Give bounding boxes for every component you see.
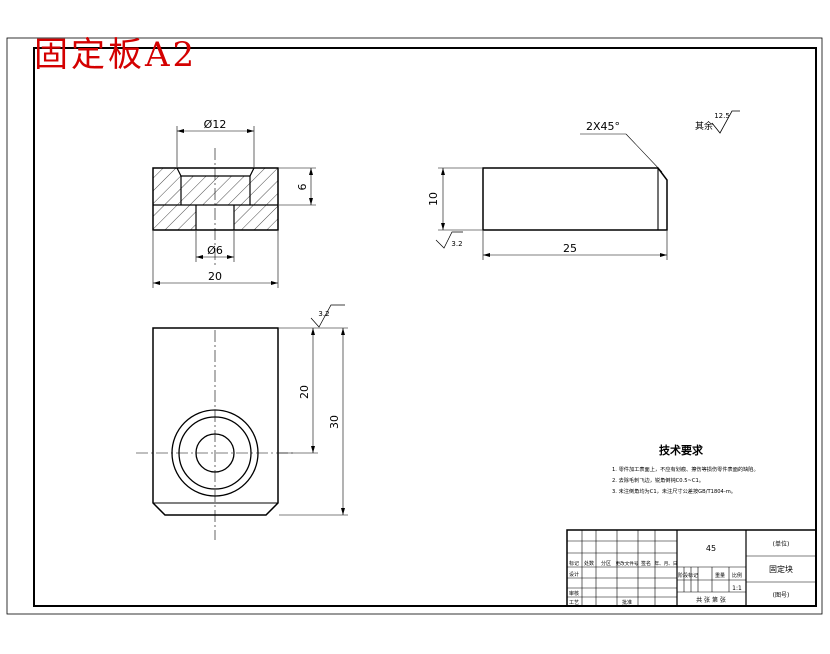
tb-header-label: 年、月、日 — [655, 560, 678, 567]
title-block — [566, 529, 817, 607]
roughness-note-value: 12.5 — [714, 112, 730, 120]
tb-part-name: 固定块 — [769, 564, 793, 574]
dim-height-10: 10 — [427, 192, 440, 206]
tb-stage-label: 阶段标记 — [678, 572, 698, 579]
dim-dia6: Ø6 — [207, 244, 223, 257]
tb-stage-label: 比例 — [732, 572, 742, 579]
tb-material: 45 — [706, 544, 716, 553]
drawing-title: 固定板A2 — [34, 35, 198, 75]
section-view — [152, 126, 316, 288]
section-hatch — [153, 168, 278, 230]
tb-stage-label: 重量 — [715, 572, 725, 579]
dim-outer-30: 30 — [328, 415, 341, 429]
tb-header-label: 更改文件号 — [616, 560, 639, 567]
front-view — [136, 304, 348, 540]
tb-code: (图号) — [773, 592, 790, 599]
tb-header-label: 签名 — [641, 560, 651, 567]
tech-req-title: 技术要求 — [659, 443, 704, 457]
outer-border — [6, 37, 823, 615]
tech-req-item: 3. 未注倒角均为C1，未注尺寸公差按GB/T1804-m。 — [612, 487, 736, 495]
tb-row-label: 工艺 — [569, 600, 579, 606]
front-roughness-value: 3.2 — [318, 310, 329, 318]
tb-header-label: 分区 — [601, 560, 611, 567]
dim-inner-20: 20 — [298, 385, 311, 399]
dim-dia12: Ø12 — [204, 118, 227, 131]
tech-req-item: 2. 去除毛刺飞边，锐角倒钝C0.5~C1。 — [612, 476, 704, 484]
side-roughness-value: 3.2 — [451, 240, 462, 248]
chamfer-label: 2X45° — [586, 120, 620, 133]
tb-scale: 1:1 — [732, 585, 742, 592]
dim-width-20: 20 — [208, 270, 222, 283]
dim-depth-6: 6 — [296, 184, 309, 191]
tb-sheet-count: 共 张 第 张 — [696, 596, 726, 604]
tb-row-label: 审核 — [569, 590, 579, 597]
roughness-note-label: 其余 — [695, 120, 713, 132]
roughness-symbol — [711, 110, 740, 134]
tb-unit: (单位) — [773, 540, 790, 548]
dim-length-25: 25 — [563, 242, 577, 255]
tb-header-label: 标记 — [569, 560, 579, 567]
tech-req-item: 1. 零件加工表面上，不应有划痕、擦伤等损伤零件表面的缺陷。 — [612, 465, 759, 473]
inner-border — [33, 47, 817, 607]
tb-header-label: 处数 — [584, 560, 594, 567]
side-view — [435, 133, 668, 260]
tb-row-label: 批准 — [622, 599, 632, 606]
tb-row-label: 设计 — [569, 571, 579, 578]
